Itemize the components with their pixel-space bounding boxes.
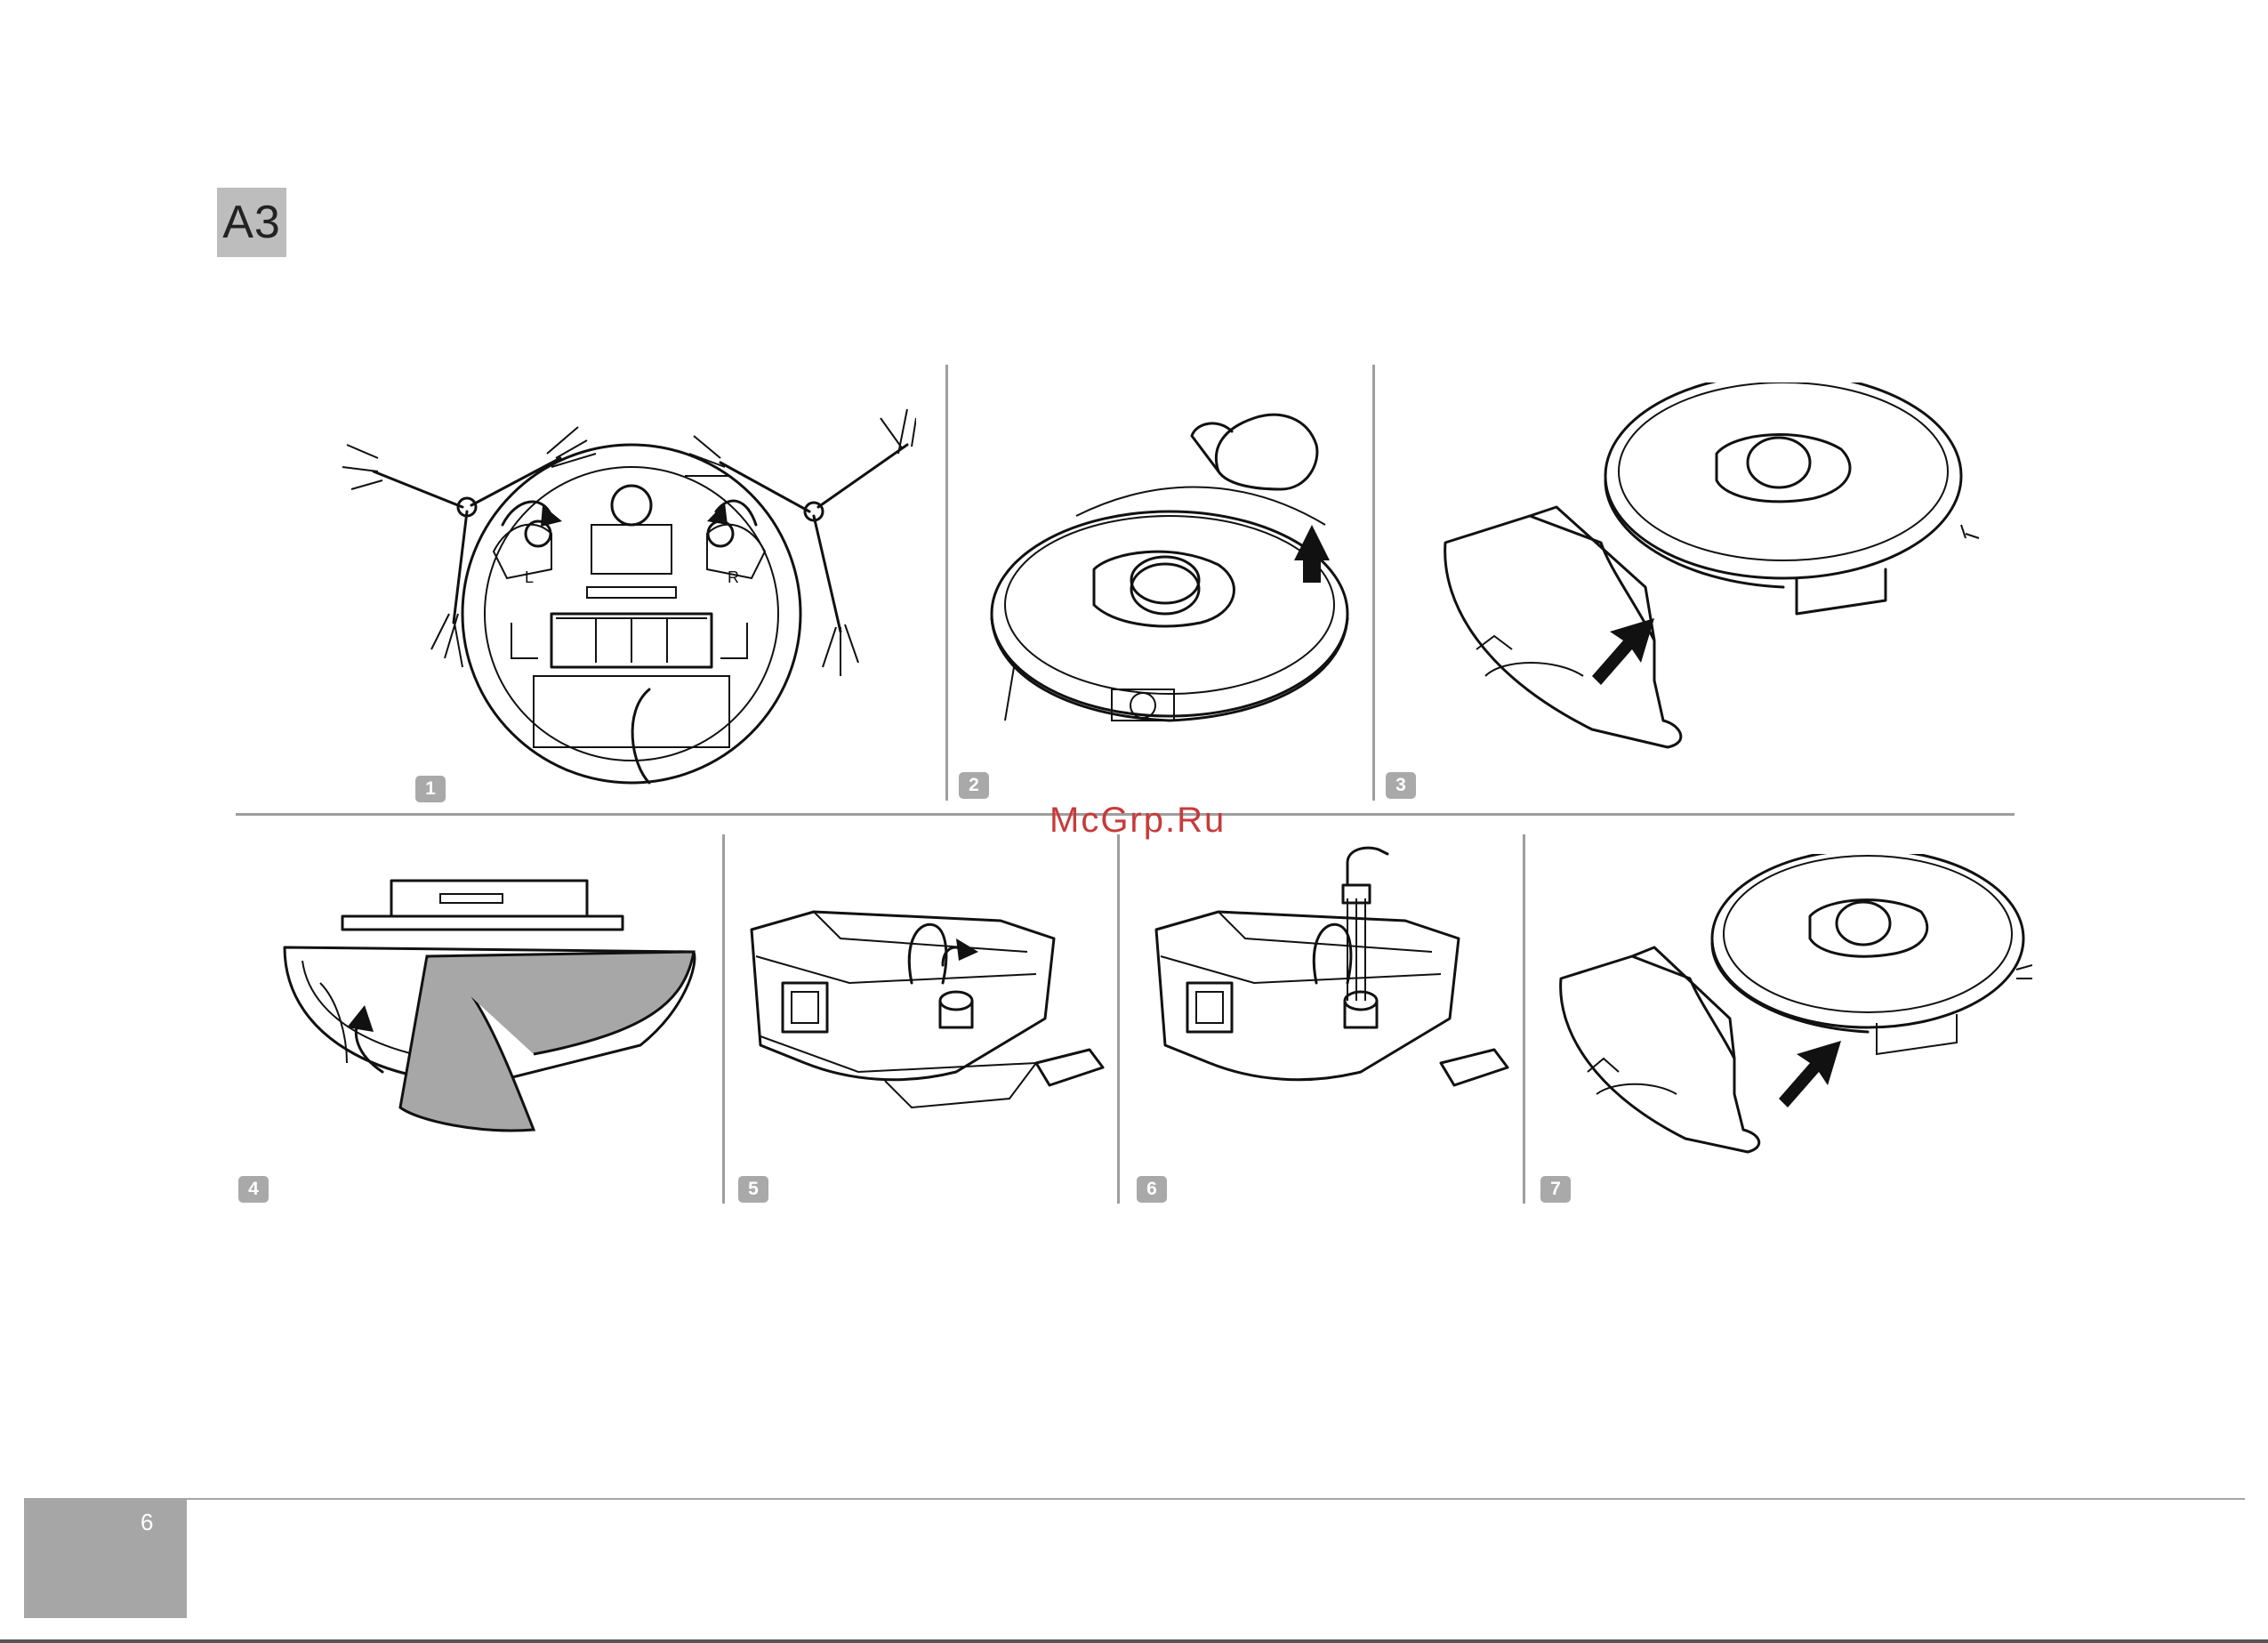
brush-label-right: R [728,568,739,586]
bottom-rule [0,1639,2268,1643]
footer-block [24,1500,187,1618]
brush-label-left: L [525,568,534,586]
filter-rinse-drawing [1147,845,1512,1116]
footer-rule [24,1498,2245,1500]
step-badge: 5 [738,1176,768,1203]
divider-vertical [1523,834,1525,1204]
section-tag: A3 [217,188,286,257]
dustbin-removal-drawing [1432,383,1983,756]
step-badge: 4 [238,1176,269,1203]
step-1-illustration: L R [329,391,916,801]
dustbin-open-drawing [267,867,712,1152]
divider-vertical [722,834,725,1204]
step-6-illustration [1147,845,1512,1116]
step-5-illustration [743,903,1107,1116]
dustbin-insert-drawing [1552,854,2032,1174]
step-badge: 6 [1137,1176,1167,1203]
step-7-illustration [1552,854,2032,1174]
step-2-illustration [987,383,1361,738]
filter-lift-drawing [743,903,1107,1116]
step-badge: 1 [415,776,446,802]
robot-top-drawing [987,383,1361,738]
step-badge: 7 [1540,1176,1571,1203]
divider-vertical [1372,365,1375,801]
step-3-illustration [1432,383,1983,756]
step-badge: 2 [959,772,989,799]
page-number: 6 [141,1509,153,1536]
watermark: McGrp.Ru [1050,801,1226,841]
step-4-illustration [267,867,712,1152]
divider-vertical [945,365,948,801]
divider-vertical [1117,834,1120,1204]
robot-underside-drawing: L R [329,391,916,801]
step-badge: 3 [1386,772,1416,799]
